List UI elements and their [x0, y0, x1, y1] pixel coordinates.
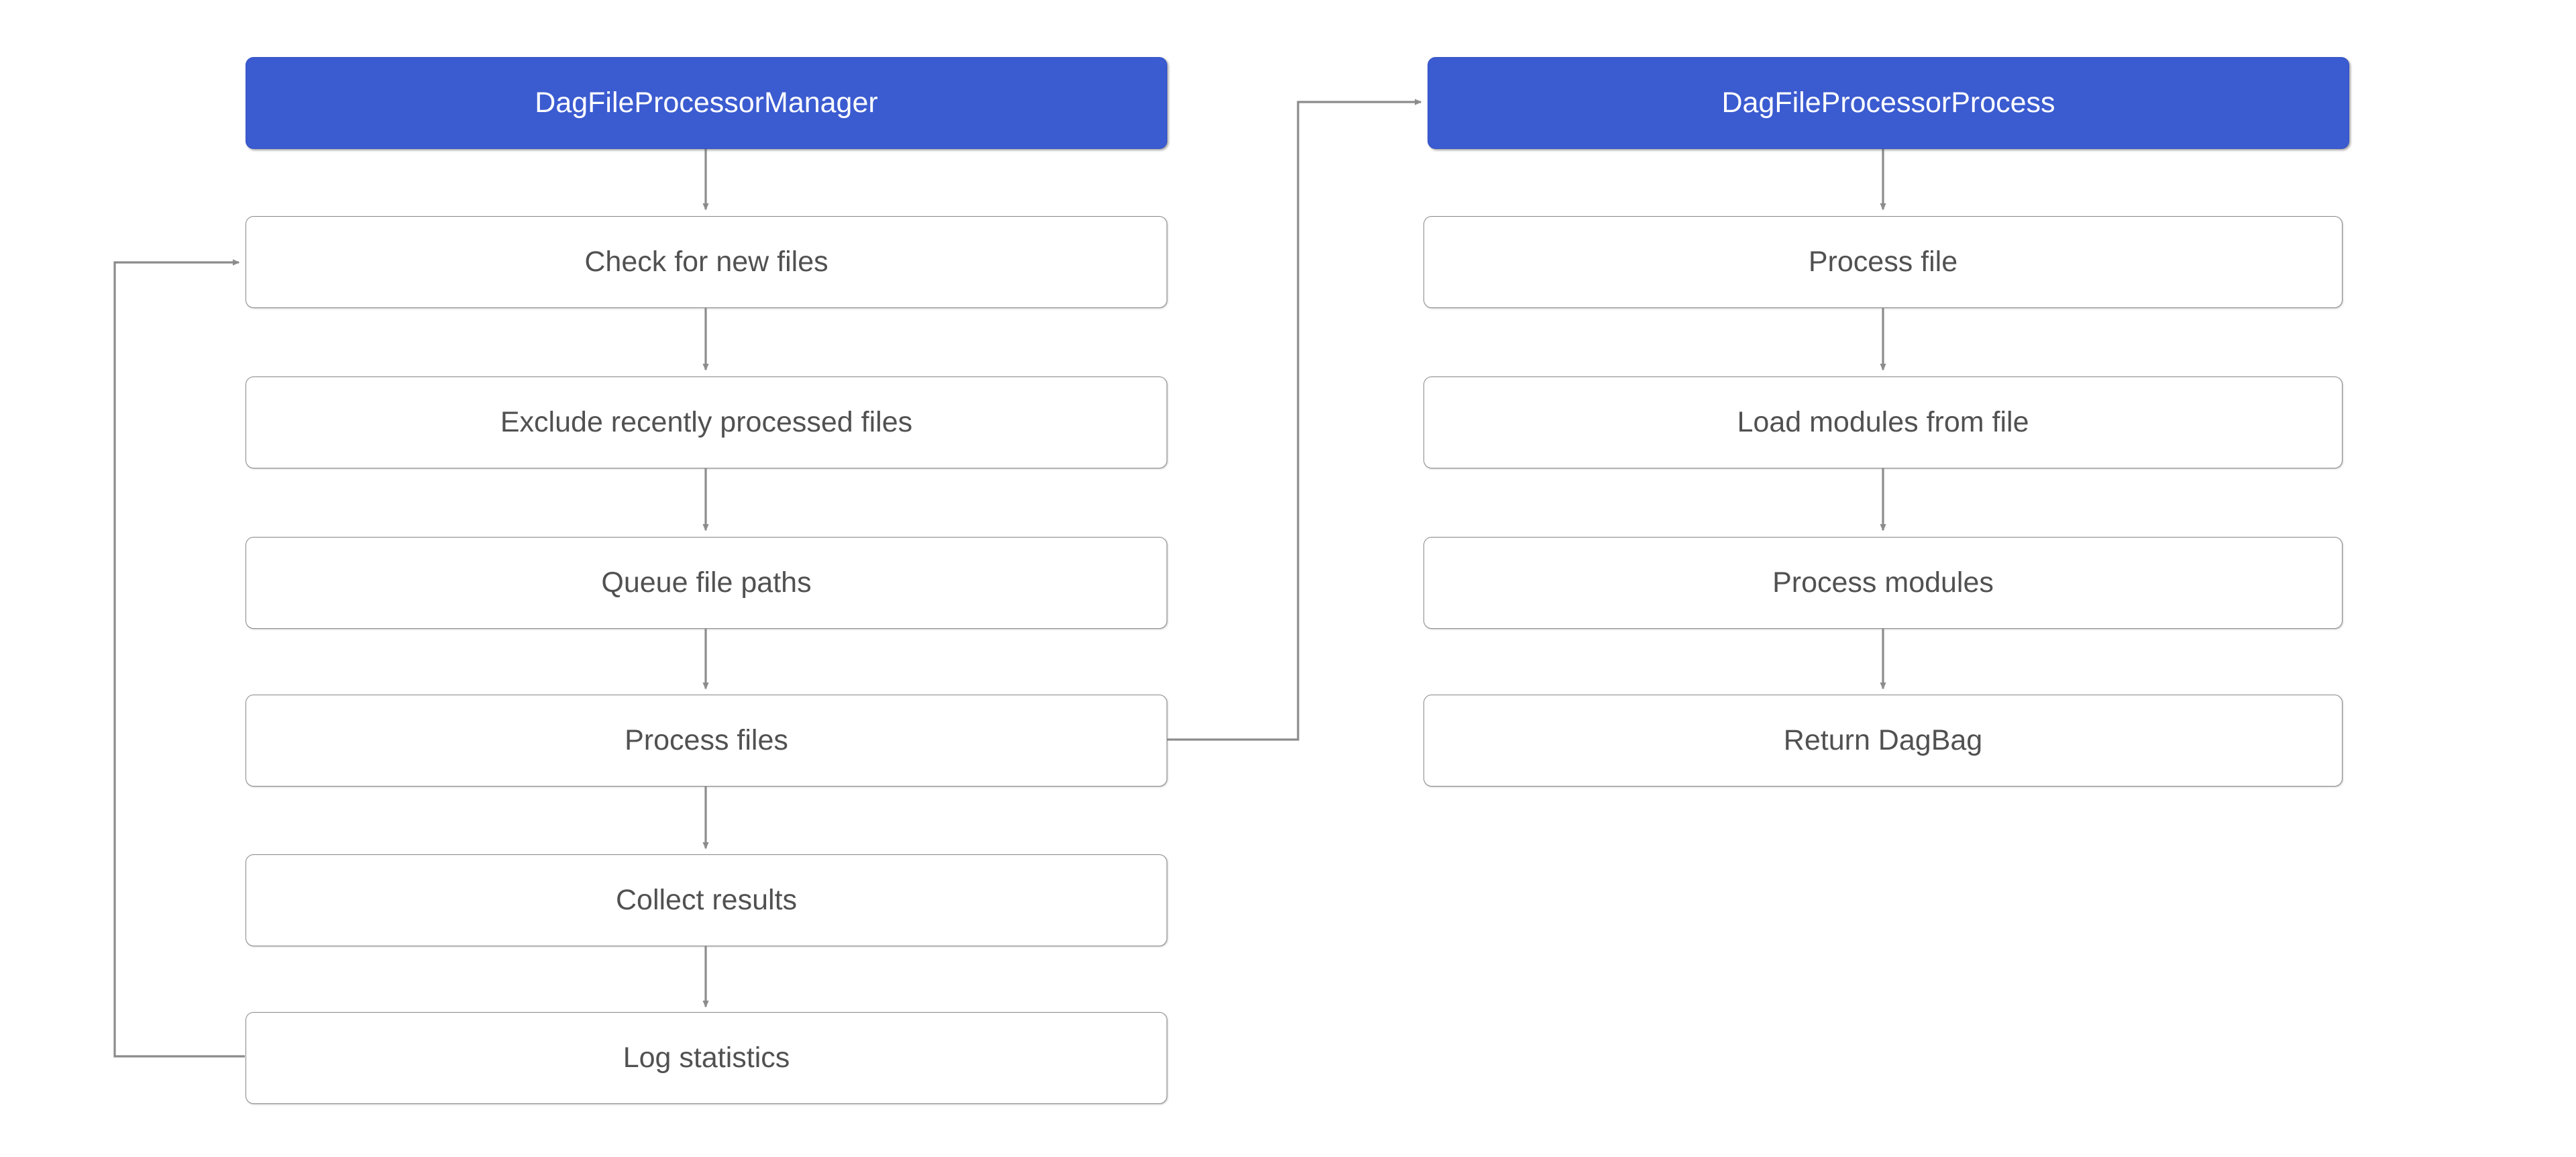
node-dagfileprocessormanager[interactable]: DagFileProcessorManager: [246, 57, 1167, 149]
node-log-statistics[interactable]: Log statistics: [246, 1012, 1167, 1104]
node-label: Return DagBag: [1783, 723, 1983, 756]
node-check-for-new-files[interactable]: Check for new files: [246, 216, 1167, 308]
node-process-files[interactable]: Process files: [246, 695, 1167, 787]
node-label: DagFileProcessorProcess: [1721, 86, 2055, 119]
node-label: Load modules from file: [1737, 405, 2029, 438]
edge-log-to-check-loop: [113, 259, 245, 1058]
node-label: Collect results: [615, 883, 798, 916]
node-exclude-recently-processed-files[interactable]: Exclude recently processed files: [246, 376, 1167, 468]
node-queue-file-paths[interactable]: Queue file paths: [246, 537, 1167, 629]
node-label: Check for new files: [584, 245, 828, 278]
node-label: Process modules: [1772, 566, 1994, 599]
node-dagfileprocessorprocess[interactable]: DagFileProcessorProcess: [1428, 57, 2349, 149]
node-label: DagFileProcessorManager: [535, 86, 878, 119]
node-process-file[interactable]: Process file: [1424, 216, 2343, 308]
node-label: Process files: [625, 723, 788, 756]
node-label: Queue file paths: [601, 566, 812, 599]
node-load-modules-from-file[interactable]: Load modules from file: [1424, 376, 2343, 468]
edge-process-files-to-processor: [1167, 99, 1422, 741]
node-label: Log statistics: [623, 1041, 790, 1074]
node-label: Exclude recently processed files: [500, 405, 913, 438]
node-collect-results[interactable]: Collect results: [246, 854, 1167, 946]
node-return-dagbag[interactable]: Return DagBag: [1424, 695, 2343, 787]
node-process-modules[interactable]: Process modules: [1424, 537, 2343, 629]
node-label: Process file: [1808, 245, 1958, 278]
